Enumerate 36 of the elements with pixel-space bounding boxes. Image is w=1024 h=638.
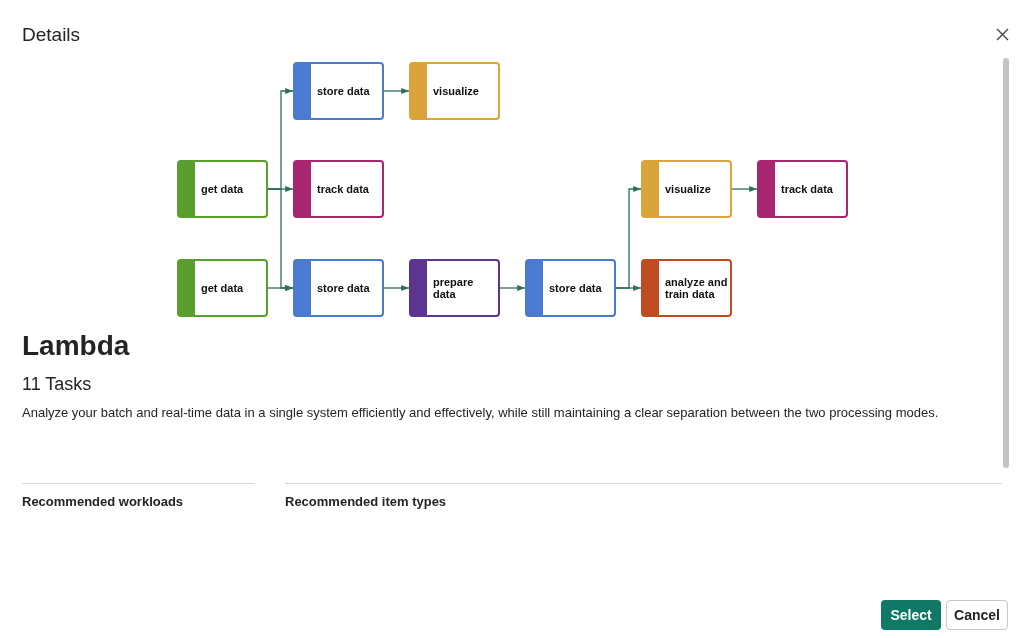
description: Analyze your batch and real-time data in a single system efficiently and effectively, while still maintaining a clear separation between the two processing modes.	[22, 405, 940, 420]
task-box	[177, 160, 268, 218]
task-box	[409, 62, 500, 120]
arrow	[383, 87, 410, 95]
task-label: get data	[201, 282, 244, 294]
section-heading: Recommended workloads	[22, 494, 184, 509]
task-label: prepare data	[433, 276, 475, 300]
task-box	[757, 160, 848, 218]
task-label: track data	[317, 183, 369, 195]
select-button: Select	[881, 600, 941, 630]
task-label: store data	[317, 85, 370, 97]
task-box	[525, 259, 616, 317]
task-box	[641, 259, 732, 317]
cancel-button: Cancel	[946, 600, 1008, 630]
task-label: store data	[549, 282, 602, 294]
task-label: track data	[781, 183, 833, 195]
task-label: get data	[201, 183, 244, 195]
task-label: store data	[317, 282, 370, 294]
arrow	[731, 185, 758, 193]
arrow	[615, 284, 642, 292]
task-box	[177, 259, 268, 317]
task-label: visualize	[665, 183, 711, 195]
dialog-title: Details	[22, 24, 81, 46]
task-box	[409, 259, 500, 317]
arrow	[267, 284, 294, 292]
heading: Lambda	[22, 330, 130, 362]
subheading: 11 Tasks	[22, 374, 92, 395]
arrow	[499, 284, 526, 292]
task-box	[641, 160, 732, 218]
task-label: visualize	[433, 85, 479, 97]
task-box	[293, 160, 384, 218]
section-heading: Recommended item types	[285, 494, 447, 509]
task-box	[293, 62, 384, 120]
task-box	[293, 259, 384, 317]
arrow	[383, 284, 410, 292]
task-label: analyze and train data	[665, 276, 729, 300]
